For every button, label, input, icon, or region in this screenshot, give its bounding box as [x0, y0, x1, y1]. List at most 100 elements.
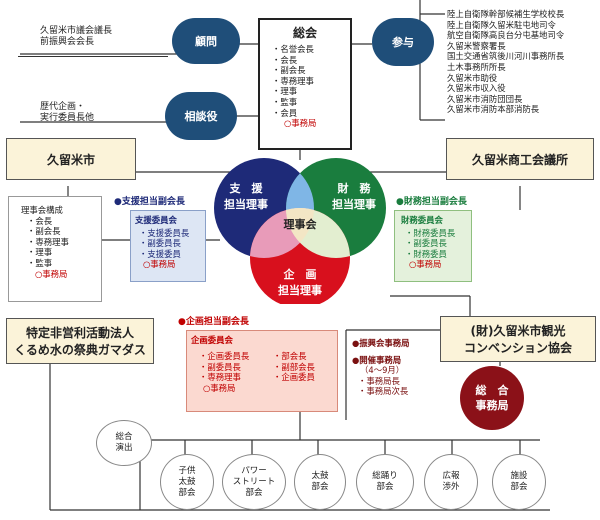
kaisai-title: ●開催事務局 [352, 354, 402, 365]
sanyo-member: 陸上自衛隊久留米駐屯地司令 [447, 19, 556, 30]
kikaku-members-left: ・企画委員長 ・副委員長 ・専務理事 ○事務局 [199, 351, 249, 393]
venn-center-label: 理事会 [284, 217, 318, 231]
zaimu-member: ・財務委員長 [405, 227, 456, 238]
kikaku-secretariat: ○事務局 [203, 382, 236, 393]
bukai-line: 子供 [178, 465, 196, 476]
bukai-line: 総踊り [372, 471, 398, 481]
sokai-member: ・会員 [272, 107, 298, 118]
komon-text: 顧問 [195, 35, 217, 48]
chamber-text: 久留米商工会議所 [471, 152, 568, 167]
bukai-line: 部会 [510, 482, 528, 492]
sanyo-member: 国土交通省筑後川河川事務所長 [447, 51, 565, 62]
rijikai-member: ・監事 [27, 257, 53, 268]
rijikai-box: 理事会構成 ・会長 ・副会長 ・専務理事 ・理事 ・監事 ○事務局 [8, 196, 102, 302]
shien-committee-box: 支援委員会 ・支援委員長 ・副委員長 ・支援委員 ○事務局 [130, 210, 206, 282]
shien-secretariat: ○事務局 [143, 259, 176, 270]
sanyo-label: 参与 [372, 18, 434, 66]
sokai-secretariat: ○事務局 [284, 118, 317, 129]
convention-line-2: コンベンション協会 [463, 341, 572, 355]
kaisai-member: ・事務局次長 [358, 386, 409, 397]
bukai-line: 渉外 [442, 482, 460, 492]
sogo-line-2: 事務局 [475, 399, 509, 412]
sokai-member: ・専務理事 [272, 75, 314, 86]
overlap-left [250, 208, 314, 258]
kikaku-member: ・部会長 [273, 351, 307, 361]
sanyo-text: 参与 [392, 36, 414, 49]
zaimu-committee-title: 財務委員会 [401, 215, 443, 225]
kurume-city-text: 久留米市 [46, 152, 95, 167]
sanyo-member: 久留米市助役 [447, 72, 498, 83]
rijikai-member: ・副会長 [27, 226, 61, 237]
bukai-koho-shogai: 広報 渉外 [424, 454, 478, 510]
sodanyaku-member: 実行委員長他 [40, 113, 95, 123]
bukai-line: 演出 [115, 443, 133, 453]
rijikai-member: ・会長 [27, 215, 53, 226]
sanyo-member: 久留米警察署長 [447, 40, 506, 51]
convention-line-1: (財)久留米市観光 [470, 324, 566, 338]
npo-line-2: くるめ水の祭典ガマダス [14, 343, 146, 357]
bukai-line: 施設 [510, 471, 528, 481]
zaimu-label-2: 担当理事 [332, 197, 376, 211]
kikaku-members-right: ・部会長 ・副部会長 ・企画委員 [273, 351, 315, 383]
kikaku-member: ・副委員長 [199, 361, 241, 372]
sanyo-member: 久留米市消防本部消防長 [447, 104, 540, 115]
shien-committee-title: 支援委員会 [135, 215, 177, 225]
bukai-kodomo-taiko: 子供 太鼓 部会 [160, 454, 214, 510]
sanyo-member: 航空自衛隊高良台分屯基地司令 [447, 30, 565, 41]
sokai-member: ・理事 [272, 86, 298, 97]
npo-box: 特定非営利活動法人 くるめ水の祭典ガマダス [6, 318, 154, 364]
shien-header: ●支援担当副会長 [114, 197, 185, 207]
komon-members-box [18, 18, 168, 57]
kikaku-label-1: 企 画 [283, 267, 317, 281]
kikaku-header: ●企画担当副会長 [178, 317, 249, 327]
bukai-shisetsu: 施設 部会 [492, 454, 546, 510]
zaimu-member: ・副委員長 [405, 238, 447, 249]
kaisai-member: ・事務局長 [358, 375, 400, 386]
sodanyaku-text: 相談役 [184, 110, 218, 123]
sokai-member: ・名誉会長 [272, 44, 314, 54]
kaisai-period: （4～9月） [360, 365, 405, 376]
shien-member: ・支援委員長 [139, 227, 190, 238]
shien-member: ・副委員長 [139, 238, 181, 249]
sanyo-member: 久留米市収入役 [447, 83, 506, 94]
bukai-line: 部会 [311, 482, 329, 492]
kikaku-label-2: 担当理事 [278, 283, 322, 297]
sodanyaku-members: 歴代企画・ 実行委員長他 [40, 102, 94, 124]
kikaku-committee-box: 企画委員会 ・企画委員長 ・副委員長 ・専務理事 ○事務局 ・部会長 ・副部会長… [186, 330, 338, 412]
shien-label-2: 担当理事 [224, 197, 268, 211]
shien-label-1: 支 援 [229, 181, 264, 195]
bukai-line: パワー [241, 465, 267, 476]
bukai-line: ストリート [232, 476, 276, 487]
rijikai-title: 理事会構成 [21, 205, 63, 215]
rijikai-secretariat: ○事務局 [35, 268, 68, 279]
sokai-member: ・副会長 [272, 65, 306, 76]
bukai-power-street: パワー ストリート 部会 [222, 454, 286, 510]
bukai-taiko: 太鼓 部会 [294, 454, 346, 510]
convention-box: (財)久留米市観光 コンベンション協会 [440, 316, 596, 362]
kikaku-member: ・専務理事 [199, 372, 241, 383]
zaimu-member: ・財務委員 [405, 248, 447, 259]
sanyo-members: 陸上自衛隊幹部候補生学校校長 陸上自衛隊久留米駐屯地司令 航空自衛隊高良台分屯基… [447, 9, 564, 115]
sanyo-member: 土木事務所所長 [447, 61, 506, 72]
shien-member: ・支援委員 [139, 248, 181, 259]
sodanyaku-label: 相談役 [165, 92, 237, 140]
komon-member: 久留米市議会議長 [40, 26, 113, 36]
venn-diagram: 支 援 担当理事 財 務 担当理事 企 画 担当理事 理事会 [214, 158, 386, 304]
sogo-jimukyoku-circle: 総 合 事務局 [460, 366, 524, 430]
kikaku-member: ・企画委員長 [199, 351, 250, 361]
bukai-line: 太鼓 [311, 471, 329, 481]
bukai-line: 部会 [376, 482, 394, 492]
sokai-member: ・監事 [272, 96, 298, 107]
npo-line-1: 特定非営利活動法人 [25, 326, 134, 340]
rijikai-member: ・専務理事 [27, 236, 69, 247]
shien-members: ・支援委員長 ・副委員長 ・支援委員 ○事務局 [139, 228, 205, 270]
sokai-title: 総会 [292, 26, 317, 40]
bukai-line: 総合 [115, 432, 133, 442]
zaimu-members: ・財務委員長 ・副委員長 ・財務委員 ○事務局 [405, 228, 471, 270]
chamber-box: 久留米商工会議所 [446, 138, 594, 180]
kurume-city-box: 久留米市 [6, 138, 136, 180]
komon-member: 前振興会会長 [40, 37, 95, 47]
zaimu-committee-box: 財務委員会 ・財務委員長 ・副委員長 ・財務委員 ○事務局 [394, 210, 472, 282]
rijikai-list: 理事会構成 ・会長 ・副会長 ・専務理事 ・理事 ・監事 ○事務局 [21, 205, 101, 279]
kikaku-member: ・副部会長 [273, 361, 315, 372]
